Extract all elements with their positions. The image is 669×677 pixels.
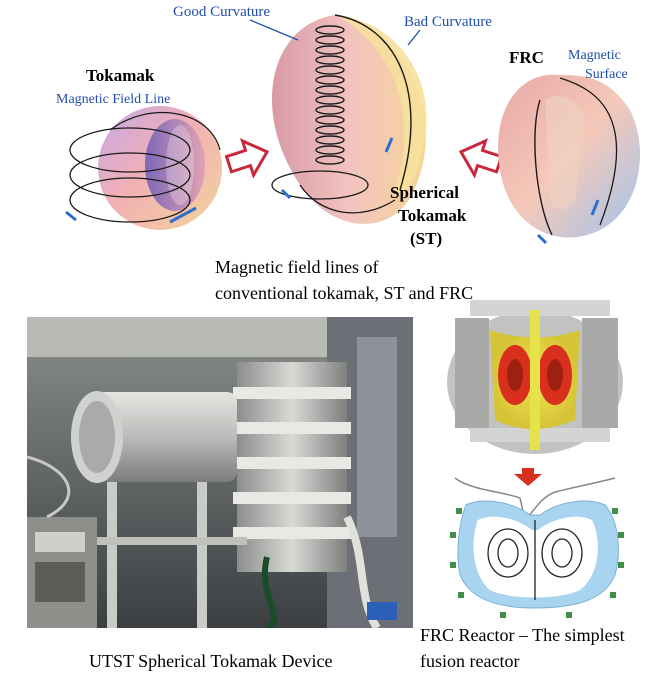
bad-curvature-label: Bad Curvature [404,14,492,30]
injection-arrow-icon [514,468,542,486]
frc-title: FRC [509,48,544,67]
st-label-line1: Spherical [390,183,459,202]
diagram-caption-line2: conventional tokamak, ST and FRC [215,283,474,303]
good-curvature-leader [249,19,299,41]
st-label-line2: Tokamak [398,206,467,225]
reactor-cross-section [450,477,624,618]
good-curvature-label: Good Curvature [173,4,271,20]
tokamak-subtitle: Magnetic Field Line [56,92,171,107]
utst-photo-illustration [27,317,413,628]
frc-surface [498,74,640,245]
tokamak-torus [65,106,222,230]
tokamak-title: Tokamak [86,66,155,85]
st-field-arrow-left [280,188,292,200]
st-surface [271,14,427,224]
frc-reactor-caption-line1: FRC Reactor – The simplest [420,625,625,645]
frc-subtitle-line1: Magnetic [568,48,621,63]
diagram-caption-line1: Magnetic field lines of [215,257,379,277]
bad-curvature-leader [407,29,421,46]
arrow-tokamak-to-st [224,138,270,179]
reactor-3d-cutaway [447,300,623,454]
arrow-frc-to-st [458,138,504,179]
frc-subtitle-line2: Surface [585,67,628,82]
st-helix [315,25,345,165]
utst-caption: UTST Spherical Tokamak Device [89,651,333,671]
st-field-arrow-right [384,137,394,153]
st-label-line3: (ST) [410,229,443,248]
utst-device-photo [27,317,413,628]
frc-reactor-caption-line2: fusion reactor [420,651,520,671]
